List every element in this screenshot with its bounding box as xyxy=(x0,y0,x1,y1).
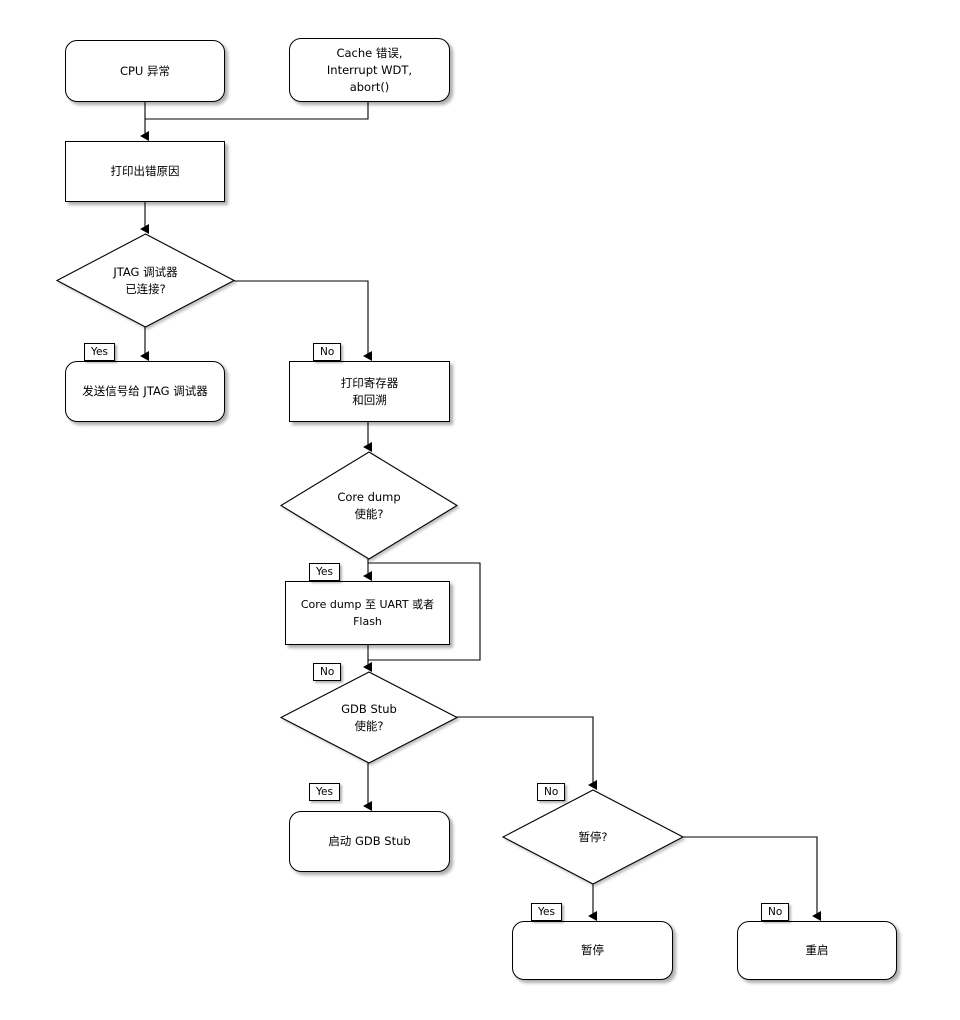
edge-label-jtag-yes: Yes xyxy=(84,343,115,361)
node-halt-label: 暂停 xyxy=(581,943,604,957)
node-cpu-exception[interactable]: CPU 异常 xyxy=(65,40,225,102)
edge-jtag-no-to-print-registers xyxy=(234,280,372,361)
node-coredump-decision-label: Core dump 使能? xyxy=(337,489,401,521)
node-gdbstub-decision[interactable]: GDB Stub 使能? xyxy=(279,671,459,764)
edge-cache-error-to-merge xyxy=(145,102,369,120)
node-cpu-exception-label: CPU 异常 xyxy=(119,63,171,78)
node-print-registers-backtrace-label: 打印寄存器 和回溯 xyxy=(340,375,399,407)
edge-label-coredump-yes-text: Yes xyxy=(316,566,333,578)
node-send-signal-to-jtag[interactable]: 发送信号给 JTAG 调试器 xyxy=(65,361,225,422)
edge-label-halt-yes: Yes xyxy=(531,903,562,921)
node-start-gdbstub-label: 启动 GDB Stub xyxy=(328,834,411,848)
halt-decision-shape xyxy=(501,789,685,885)
node-coredump-decision[interactable]: Core dump 使能? xyxy=(279,451,459,560)
edge-label-jtag-no-text: No xyxy=(320,346,335,358)
edge-label-gdbstub-no-text: No xyxy=(544,786,559,798)
edge-gdbstub-no-to-halt xyxy=(457,716,597,790)
node-cache-error[interactable]: Cache 错误, Interrupt WDT, abort() xyxy=(289,38,450,102)
node-jtag-decision[interactable]: JTAG 调试器 已连接? xyxy=(55,233,236,328)
jtag-decision-shape xyxy=(55,233,236,328)
node-print-error-reason[interactable]: 打印出错原因 xyxy=(65,141,225,202)
edge-label-coredump-no-text: No xyxy=(320,666,335,678)
node-halt-decision[interactable]: 暂停? xyxy=(501,789,685,885)
edge-label-halt-no: No xyxy=(761,903,790,921)
edge-label-gdbstub-no: No xyxy=(537,783,566,801)
edge-label-gdbstub-yes-text: Yes xyxy=(316,786,333,798)
edge-label-jtag-no: No xyxy=(313,343,342,361)
edge-label-coredump-yes: Yes xyxy=(309,563,340,581)
edge-halt-no-to-reboot xyxy=(683,836,821,921)
node-coredump-to-uart-flash[interactable]: Core dump 至 UART 或者 Flash xyxy=(285,581,450,645)
node-jtag-decision-label: JTAG 调试器 已连接? xyxy=(113,264,178,296)
edge-coredump-no-bypass xyxy=(368,562,481,661)
node-reboot[interactable]: 重启 xyxy=(737,921,897,980)
edge-label-jtag-yes-text: Yes xyxy=(91,346,108,358)
node-gdbstub-decision-label: GDB Stub 使能? xyxy=(341,701,397,733)
edge-label-halt-yes-text: Yes xyxy=(538,906,555,918)
gdbstub-decision-shape xyxy=(279,671,459,764)
coredump-decision-shape xyxy=(279,451,459,560)
node-start-gdbstub[interactable]: 启动 GDB Stub xyxy=(289,811,450,872)
node-send-signal-to-jtag-label: 发送信号给 JTAG 调试器 xyxy=(82,384,208,398)
node-coredump-to-uart-flash-label: Core dump 至 UART 或者 Flash xyxy=(300,598,435,628)
node-print-error-reason-label: 打印出错原因 xyxy=(110,164,180,178)
node-cache-error-label: Cache 错误, Interrupt WDT, abort() xyxy=(326,45,413,94)
node-reboot-label: 重启 xyxy=(805,943,829,957)
edge-label-halt-no-text: No xyxy=(768,906,783,918)
node-halt-decision-label: 暂停? xyxy=(578,829,608,844)
node-halt[interactable]: 暂停 xyxy=(512,921,673,980)
node-print-registers-backtrace[interactable]: 打印寄存器 和回溯 xyxy=(289,361,450,422)
edge-label-coredump-no: No xyxy=(313,663,342,681)
edge-label-gdbstub-yes: Yes xyxy=(309,783,340,801)
